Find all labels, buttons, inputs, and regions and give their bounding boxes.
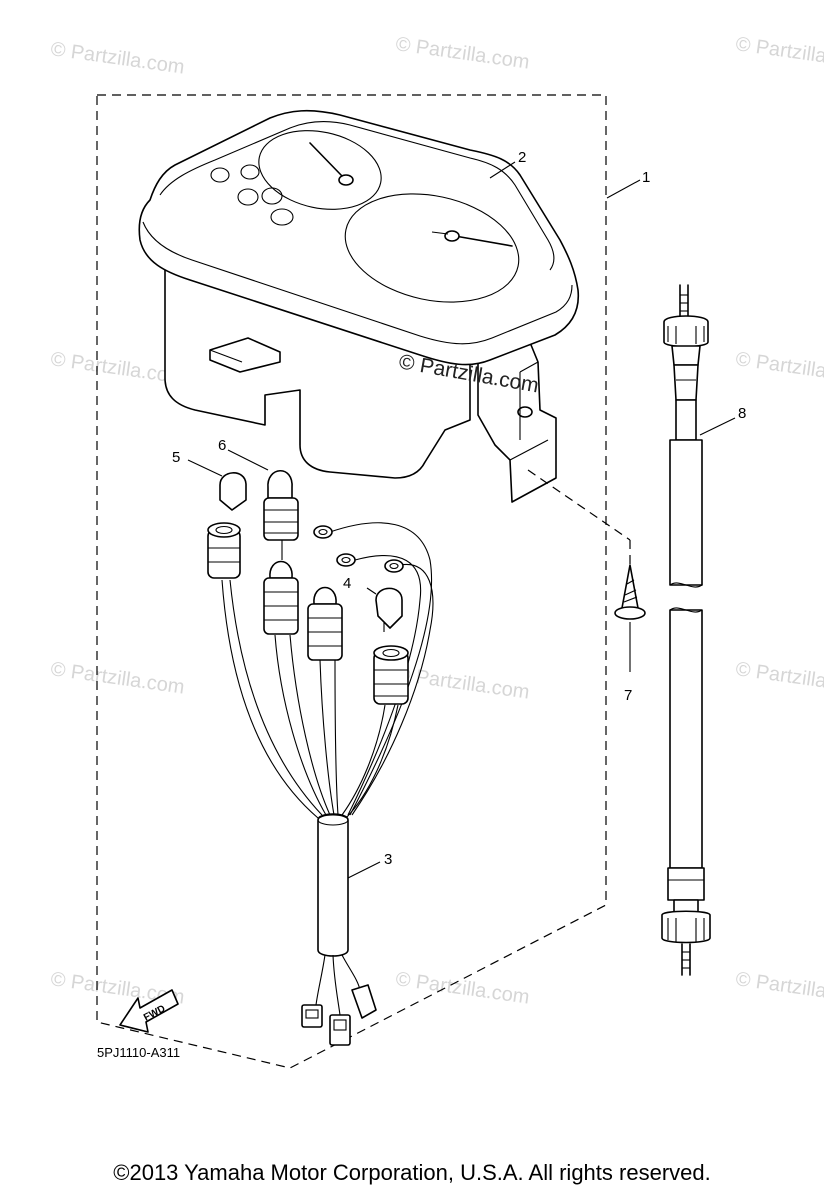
- assembly-boundary: [96, 94, 607, 1069]
- callout-7: 7: [624, 687, 632, 704]
- watermark: © Partzilla.com: [394, 968, 531, 1009]
- callout-2: 2: [518, 149, 526, 166]
- watermark: © Partzilla.com: [734, 658, 824, 699]
- socket: [263, 560, 299, 635]
- copyright-notice: ©2013 Yamaha Motor Corporation, U.S.A. A…: [113, 1160, 711, 1185]
- watermark: © Partzilla.com: [394, 33, 531, 74]
- watermark: © Partzilla.com: [49, 658, 186, 699]
- wire-harness: [207, 497, 434, 1046]
- socket: [263, 497, 299, 541]
- socket: [207, 522, 241, 579]
- watermark: © Partzilla.com: [734, 33, 824, 74]
- callout-3: 3: [384, 851, 392, 868]
- screw: [614, 564, 646, 672]
- bulb-5: [219, 472, 247, 511]
- bulb-4: [375, 587, 403, 632]
- socket: [373, 645, 409, 705]
- socket: [307, 586, 343, 661]
- callout-6: 6: [218, 437, 226, 454]
- screw-guide: [527, 469, 631, 541]
- diagram-code: 5PJ1110-A311: [97, 1045, 180, 1060]
- meter-cable: [661, 284, 711, 976]
- callout-leaders: [187, 161, 736, 879]
- watermark: © Partzilla.com: [734, 348, 824, 389]
- callout-4: 4: [343, 575, 351, 592]
- callout-1: 1: [642, 169, 650, 186]
- meter-assembly: [138, 109, 580, 503]
- watermark: © Partzilla.com: [49, 38, 186, 79]
- callout-5: 5: [172, 449, 180, 466]
- watermark: © Partzilla.com: [734, 968, 824, 1009]
- callout-8: 8: [738, 405, 746, 422]
- bulb-6: [267, 470, 293, 499]
